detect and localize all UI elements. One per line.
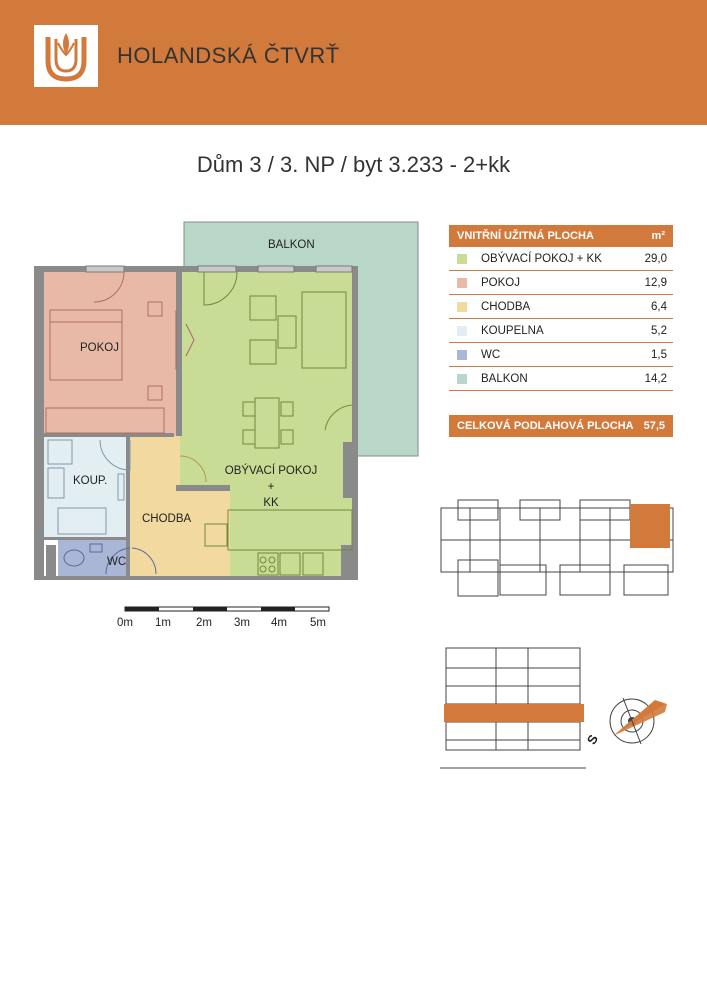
room-label-chodba: CHODBA — [142, 513, 192, 525]
area-legend: VNITŘNÍ UŽITNÁ PLOCHA m² OBÝVACÍ POKOJ +… — [449, 225, 673, 391]
legend-value: 12,9 — [644, 276, 667, 289]
legend-value: 29,0 — [644, 252, 667, 265]
obyvaci-area — [180, 270, 355, 580]
legend-swatch — [457, 349, 467, 360]
legend-label: KOUPELNA — [481, 324, 544, 337]
legend-row: BALKON 14,2 — [449, 367, 673, 391]
legend-swatch — [457, 373, 467, 384]
legend-label: OBÝVACÍ POKOJ + KK — [481, 252, 602, 265]
logo — [34, 25, 98, 87]
legend-value: 5,2 — [651, 324, 667, 337]
section-highlight — [444, 704, 584, 722]
keyplan-highlight — [630, 504, 670, 548]
legend-swatch — [457, 277, 467, 288]
legend-label: POKOJ — [481, 276, 520, 289]
scale-label: 5m — [310, 617, 326, 629]
legend-swatch — [457, 253, 467, 264]
header-bar: HOLANDSKÁ ČTVRŤ — [0, 0, 707, 125]
legend-row: WC 1,5 — [449, 343, 673, 367]
room-label-obyvaci: OBÝVACÍ POKOJ + KK — [224, 465, 318, 509]
legend-label: WC — [481, 348, 501, 361]
room-label-koupelna: KOUP. — [73, 475, 108, 487]
building-keyplan — [440, 499, 674, 597]
room-label-balkon: BALKON — [268, 239, 315, 251]
scale-label: 3m — [234, 617, 250, 629]
koupelna-area — [44, 436, 130, 540]
total-area-bar: CELKOVÁ PODLAHOVÁ PLOCHA 57,5 — [449, 415, 673, 437]
legend-value: 6,4 — [651, 300, 667, 313]
room-label-wc: WC — [107, 556, 127, 568]
legend-row: CHODBA 6,4 — [449, 295, 673, 319]
legend-swatch — [457, 301, 467, 312]
legend-swatch — [457, 325, 467, 336]
legend-row: KOUPELNA 5,2 — [449, 319, 673, 343]
page-title: Dům 3 / 3. NP / byt 3.233 - 2+kk — [196, 152, 511, 177]
total-area-label: CELKOVÁ PODLAHOVÁ PLOCHA — [457, 420, 634, 432]
legend-label: CHODBA — [481, 300, 531, 313]
room-label-pokoj: POKOJ — [80, 342, 119, 354]
compass-icon — [609, 697, 667, 745]
legend-header-unit: m² — [651, 230, 665, 242]
total-area-value: 57,5 — [643, 420, 665, 432]
scale-label: 4m — [271, 617, 287, 629]
scale-label: 0m — [117, 617, 133, 629]
tulip-u-logo-icon — [45, 33, 87, 82]
scale-label: 1m — [155, 617, 171, 629]
legend-row: POKOJ 12,9 — [449, 271, 673, 295]
legend-header-label: VNITŘNÍ UŽITNÁ PLOCHA — [457, 230, 594, 242]
wc-area — [58, 540, 130, 578]
legend-row: OBÝVACÍ POKOJ + KK 29,0 — [449, 247, 673, 271]
legend-header: VNITŘNÍ UŽITNÁ PLOCHA m² — [449, 225, 673, 247]
brand-name: HOLANDSKÁ ČTVRŤ — [117, 43, 340, 68]
scale-bar — [124, 606, 330, 612]
scale-label: 2m — [196, 617, 212, 629]
legend-value: 14,2 — [644, 372, 667, 385]
legend-value: 1,5 — [651, 348, 667, 361]
legend-label: BALKON — [481, 372, 528, 385]
